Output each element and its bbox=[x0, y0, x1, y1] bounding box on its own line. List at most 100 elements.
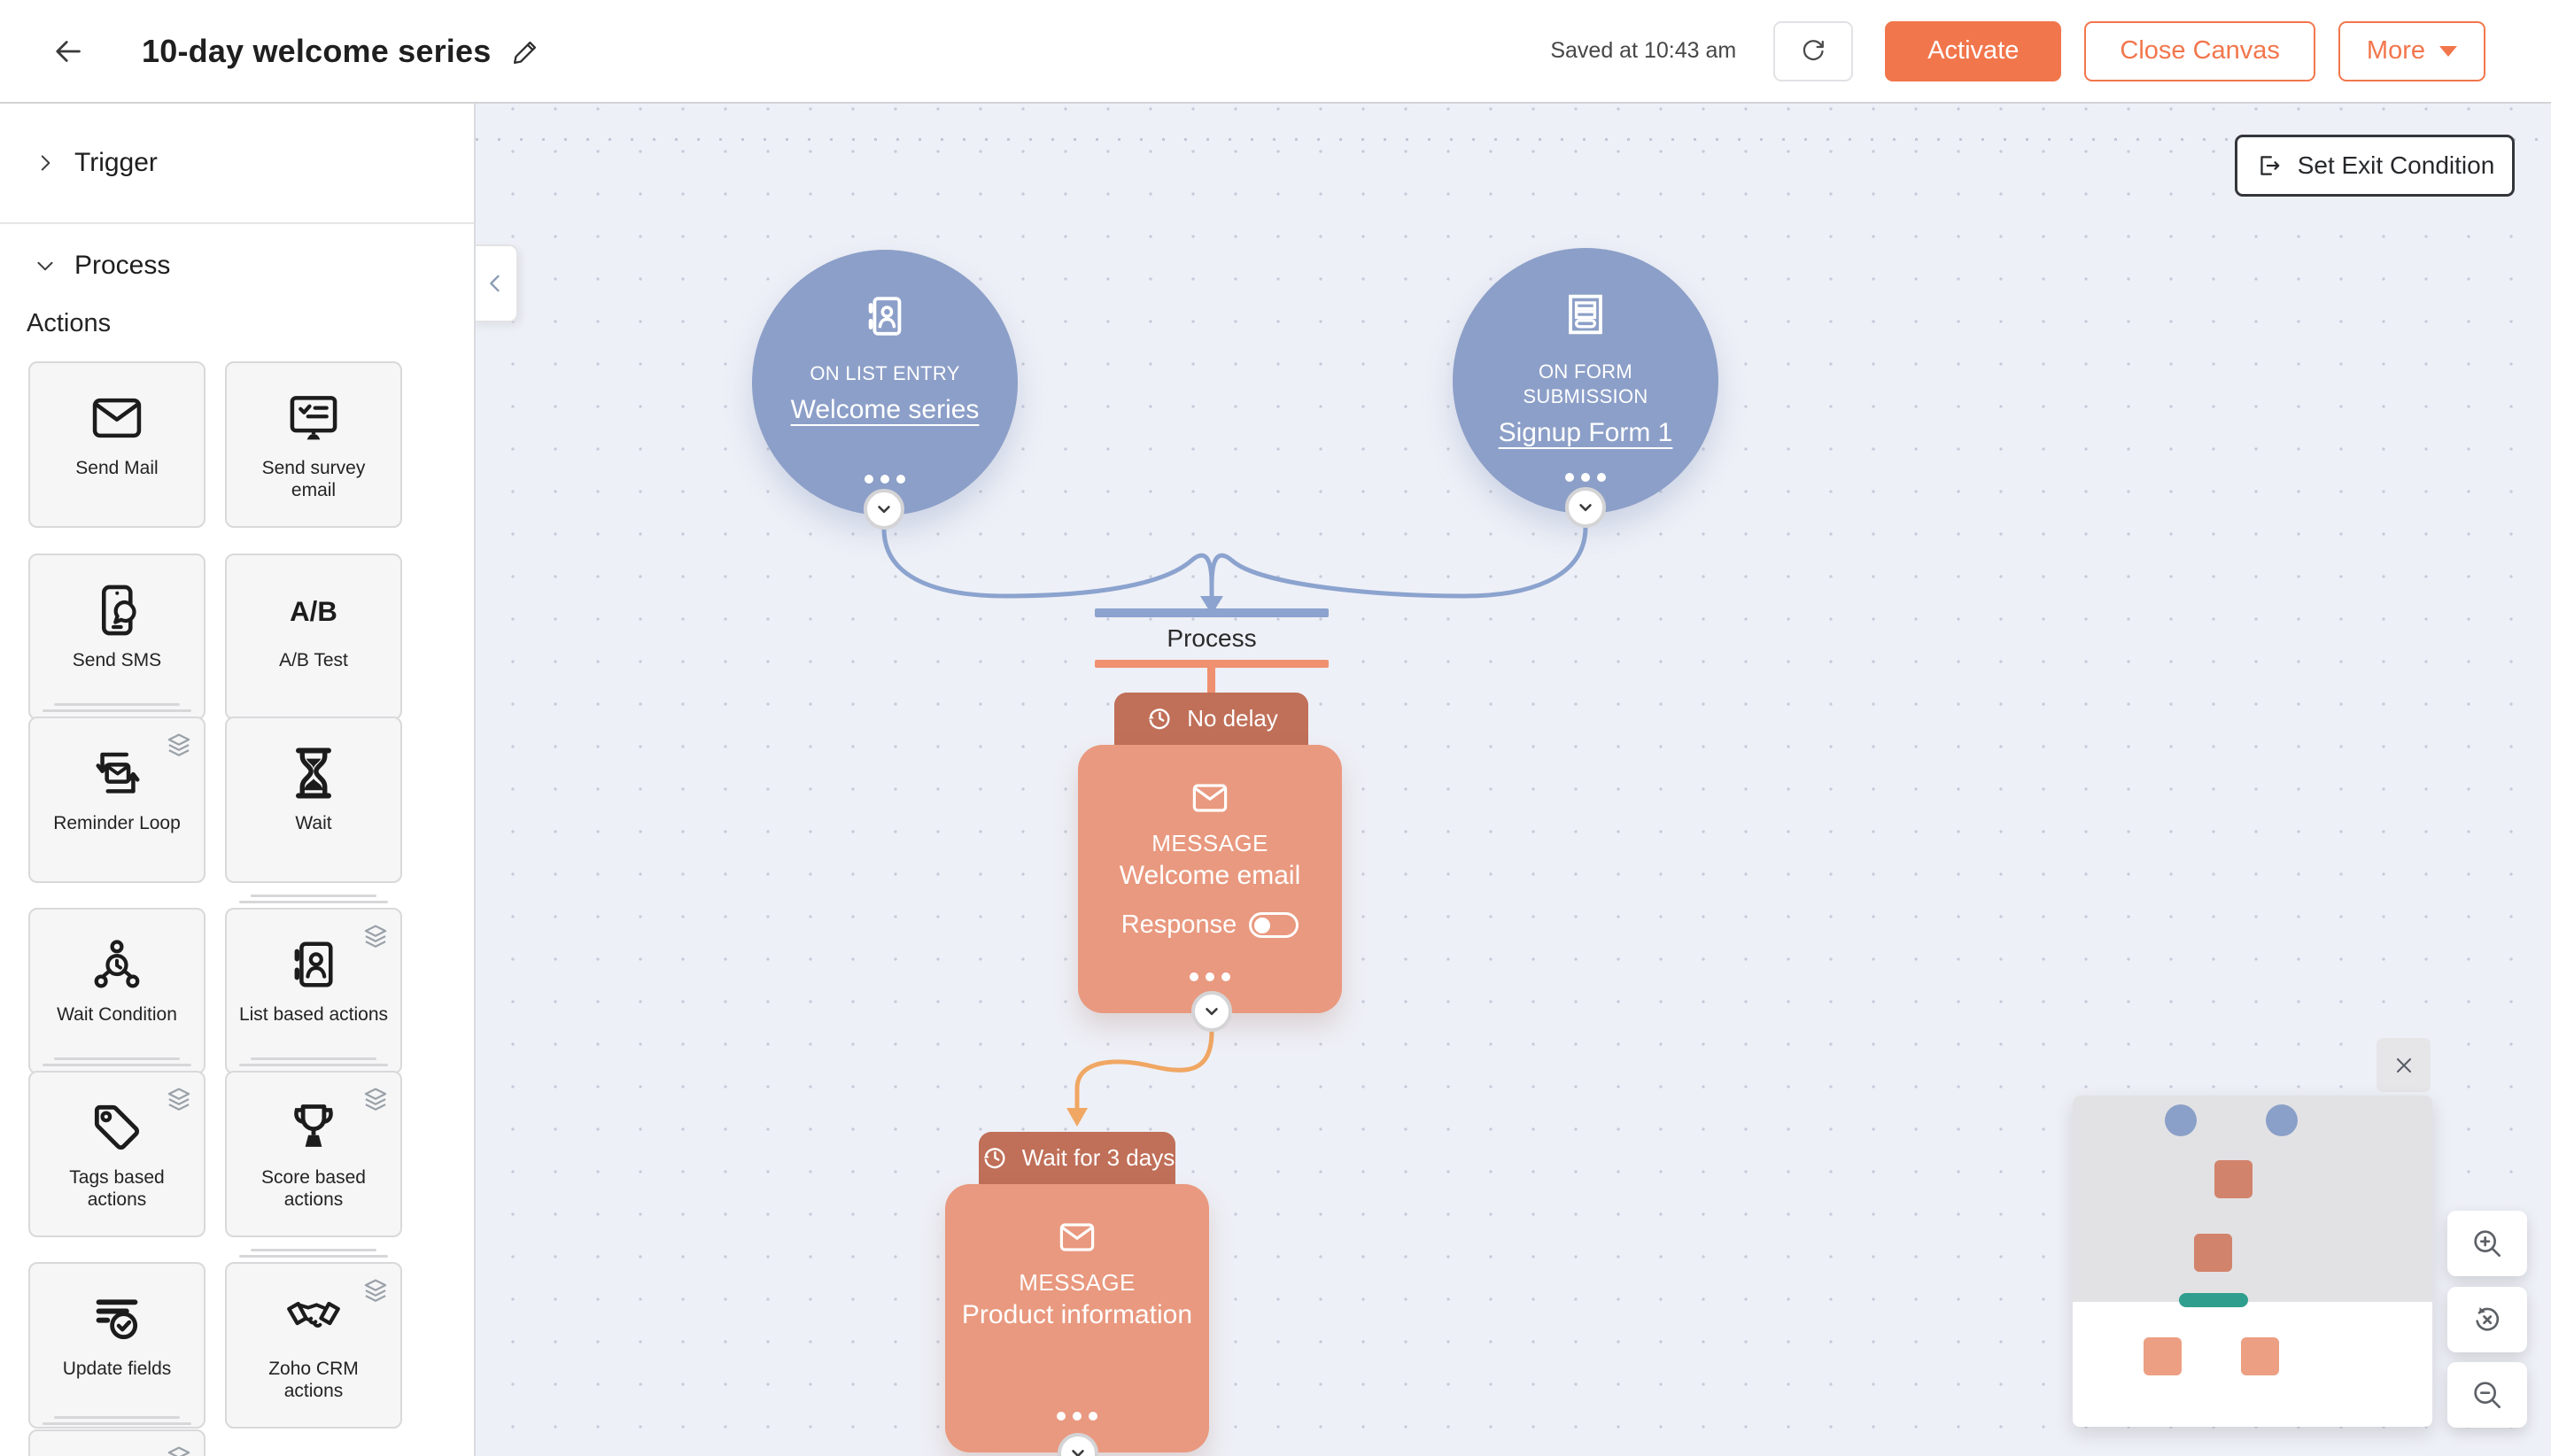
set-exit-condition-button[interactable]: Set Exit Condition bbox=[2235, 135, 2515, 197]
action-card[interactable]: Score based actions bbox=[225, 1057, 402, 1237]
top-bar: 10-day welcome series Saved at 10:43 am … bbox=[0, 0, 2551, 104]
node-menu-dots[interactable] bbox=[945, 1412, 1209, 1421]
action-card-icon bbox=[87, 580, 147, 640]
action-card[interactable]: A/B Test bbox=[225, 554, 402, 720]
node-title: Product information bbox=[961, 1300, 1193, 1329]
message-node-welcome-email[interactable]: MESSAGE Welcome email Response bbox=[1078, 745, 1342, 1013]
action-card[interactable]: Update fields bbox=[28, 1262, 205, 1429]
edit-title-pencil-icon[interactable] bbox=[510, 34, 546, 69]
trigger-name-link[interactable]: Signup Form 1 bbox=[1498, 418, 1673, 447]
trigger-name-link[interactable]: Welcome series bbox=[790, 395, 980, 424]
caret-down-icon bbox=[2439, 45, 2457, 57]
node-kind-label: MESSAGE bbox=[1151, 830, 1268, 856]
chevron-down-icon bbox=[34, 254, 57, 277]
action-card-label: Reminder Loop bbox=[53, 813, 181, 833]
action-card[interactable]: List based actions bbox=[225, 895, 402, 1074]
action-card-label: Send Mail bbox=[75, 458, 159, 478]
minimap-trigger-node bbox=[2266, 1104, 2298, 1136]
zoom-out-button[interactable] bbox=[2447, 1362, 2527, 1428]
trigger-node-form-submission[interactable]: ON FORM SUBMISSION Signup Form 1 bbox=[1453, 248, 1718, 514]
process-connector bbox=[1207, 668, 1215, 701]
action-card-icon bbox=[283, 1097, 344, 1158]
action-card-icon bbox=[283, 743, 344, 803]
action-card-label: Zoho CRM actions bbox=[268, 1359, 359, 1401]
set-exit-condition-label: Set Exit Condition bbox=[2297, 151, 2495, 179]
close-canvas-button[interactable]: Close Canvas bbox=[2084, 20, 2315, 81]
delay-badge-label: No delay bbox=[1187, 704, 1278, 732]
process-bar-bottom bbox=[1095, 660, 1329, 668]
zoom-reset-button[interactable] bbox=[2447, 1287, 2527, 1352]
message-node-product-information[interactable]: MESSAGE Product information bbox=[945, 1184, 1209, 1452]
minimap-message-node bbox=[2194, 1234, 2232, 1272]
response-toggle[interactable] bbox=[1249, 912, 1299, 938]
action-card[interactable]: Send SMS bbox=[28, 554, 205, 720]
action-card-icon bbox=[87, 1289, 147, 1349]
action-card-icon bbox=[283, 580, 344, 640]
exit-icon bbox=[2255, 151, 2283, 180]
process-bar-top bbox=[1095, 608, 1329, 617]
node-menu-dots[interactable] bbox=[1453, 473, 1718, 482]
section-process-label: Process bbox=[74, 251, 171, 280]
action-card-label: Tags based actions bbox=[69, 1167, 165, 1210]
action-card[interactable]: Wait Condition bbox=[28, 908, 205, 1074]
action-card[interactable]: Tags based actions bbox=[28, 1057, 205, 1237]
contact-book-icon bbox=[859, 289, 911, 344]
node-menu-dots[interactable] bbox=[1078, 972, 1342, 981]
layers-icon bbox=[163, 1442, 195, 1456]
clock-history-icon bbox=[1144, 703, 1175, 733]
layers-icon bbox=[360, 920, 392, 952]
layers-icon bbox=[360, 1274, 392, 1306]
action-card[interactable]: Reminder Loop bbox=[28, 703, 205, 883]
section-process[interactable]: Process bbox=[0, 224, 474, 307]
collapse-sidebar-button[interactable] bbox=[476, 244, 518, 322]
action-card-icon bbox=[87, 388, 147, 448]
action-card-icon bbox=[87, 934, 147, 995]
minimap-trigger-node bbox=[2165, 1104, 2197, 1136]
clock-history-icon bbox=[980, 1142, 1010, 1173]
minimap-viewport[interactable] bbox=[2073, 1096, 2432, 1302]
minimap-close-button[interactable] bbox=[2377, 1038, 2431, 1092]
refresh-button[interactable] bbox=[1773, 20, 1854, 81]
form-icon bbox=[1560, 287, 1611, 342]
action-card[interactable]: Send Mail bbox=[28, 361, 205, 528]
node2-expand-button[interactable] bbox=[1058, 1433, 1098, 1456]
trigger-type-label: ON FORM SUBMISSION bbox=[1523, 360, 1648, 407]
activate-button[interactable]: Activate bbox=[1885, 20, 2062, 81]
minimap[interactable] bbox=[2073, 1096, 2432, 1427]
trigger2-expand-button[interactable] bbox=[1565, 487, 1606, 528]
minimap-message-node bbox=[2144, 1337, 2182, 1375]
action-card-label: Send SMS bbox=[72, 650, 162, 670]
process-label: Process bbox=[1167, 624, 1257, 652]
more-button-label: More bbox=[2366, 36, 2425, 65]
action-card-label: Wait bbox=[295, 813, 332, 833]
back-button[interactable] bbox=[51, 34, 87, 69]
node1-expand-button[interactable] bbox=[1191, 991, 1232, 1032]
canvas-boundary-dashes bbox=[476, 138, 2551, 141]
action-card[interactable]: Wait bbox=[225, 716, 402, 883]
minimap-message-node bbox=[2241, 1337, 2279, 1375]
trigger-node-list-entry[interactable]: ON LIST ENTRY Welcome series bbox=[752, 250, 1018, 515]
action-card[interactable]: Zoho CRM actions bbox=[225, 1249, 402, 1429]
more-button[interactable]: More bbox=[2338, 20, 2485, 81]
node-menu-dots[interactable] bbox=[752, 475, 1018, 484]
response-label: Response bbox=[1120, 910, 1237, 939]
action-card-label: Wait Condition bbox=[57, 1004, 177, 1025]
trigger-type-label: ON LIST ENTRY bbox=[810, 362, 960, 384]
minimap-message-node bbox=[2214, 1160, 2252, 1198]
page-title: 10-day welcome series bbox=[142, 32, 492, 69]
action-card[interactable] bbox=[28, 1416, 205, 1456]
layers-icon bbox=[163, 1083, 195, 1115]
layers-icon bbox=[163, 729, 195, 761]
saved-status: Saved at 10:43 am bbox=[1550, 38, 1737, 63]
chevron-right-icon bbox=[34, 151, 57, 174]
workflow-canvas[interactable]: Set Exit Condition ON LIST ENTRY Welcome… bbox=[476, 104, 2551, 1456]
action-card[interactable]: Send survey email bbox=[225, 361, 402, 528]
action-card-icon bbox=[87, 1097, 147, 1158]
layers-icon bbox=[360, 1083, 392, 1115]
section-trigger[interactable]: Trigger bbox=[0, 104, 474, 222]
zoom-in-button[interactable] bbox=[2447, 1211, 2527, 1276]
actions-sidebar: Trigger Process Actions Send Mail Send s… bbox=[0, 104, 476, 1456]
minimap-process-bar bbox=[2179, 1293, 2248, 1307]
delay-badge-label: Wait for 3 days bbox=[1021, 1143, 1175, 1171]
trigger1-expand-button[interactable] bbox=[864, 489, 904, 530]
